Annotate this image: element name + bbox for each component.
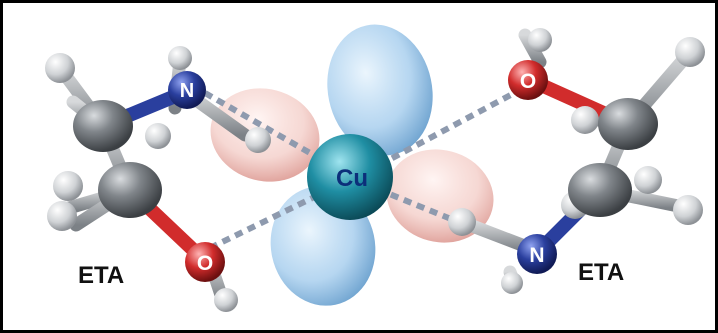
carbon-atom [598,98,658,150]
hydrogen-atom [53,171,83,201]
nitrogen-atom-right [517,234,557,274]
hydrogen-atom [528,28,552,52]
hydrogen-atom [45,53,75,83]
oxygen-atom-label: O [197,252,213,275]
copper-atom-label: Cu [336,165,368,192]
hydrogen-atom [673,195,703,225]
hydrogen-atom [675,37,705,67]
hydrogen-atom [145,123,171,149]
left-eta-ligand: N O [45,46,271,312]
copper-center: Cu [307,134,393,220]
right-ligand-label: ETA [578,259,624,286]
hydrogen-atom [448,208,476,236]
nitrogen-atom-left [168,71,206,109]
carbon-atom [98,162,162,218]
hydrogen-atom [214,288,238,312]
nitrogen-atom-label: N [529,244,544,267]
right-eta-ligand: O N [448,28,705,294]
oxygen-atom-left [185,242,225,282]
carbon-atom [568,163,632,217]
oxygen-atom-label: O [520,70,536,93]
hydrogen-atom [571,106,599,134]
hydrogen-atom [501,272,523,294]
left-ligand-label: ETA [78,262,124,289]
carbon-atom [73,100,133,152]
copper-atom [307,134,393,220]
hydrogen-atom [168,46,192,70]
orbital-lobe-blue-top [327,24,433,156]
hydrogen-atom [47,201,77,231]
nitrogen-atom-label: N [180,80,194,102]
hydrogen-atom [634,166,662,194]
hydrogen-atom [245,127,271,153]
oxygen-atom-right [508,60,548,100]
